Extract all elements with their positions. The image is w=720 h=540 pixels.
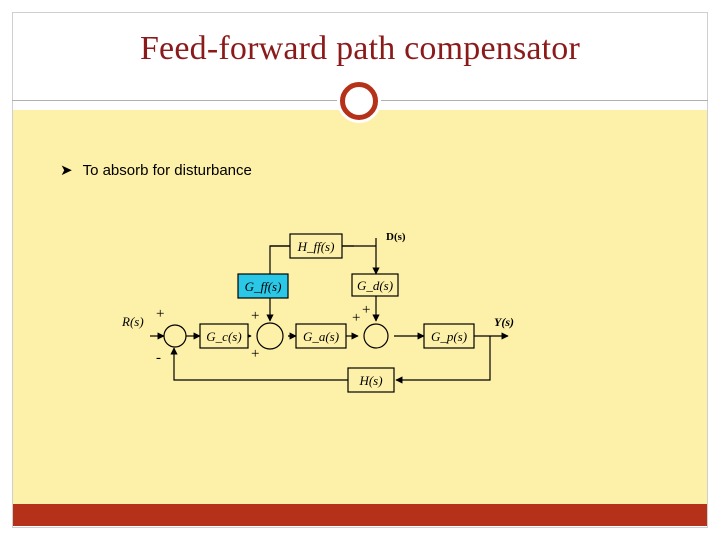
content-panel bbox=[13, 110, 707, 504]
block-gp-label: G_p(s) bbox=[431, 329, 467, 344]
summing-junction-1 bbox=[163, 324, 187, 348]
block-diagram: H_ff(s) G_ff(s) G_d(s) G_c(s) G_a(s) G_p… bbox=[110, 222, 530, 402]
block-h bbox=[347, 367, 395, 393]
bullet-item: ➤ To absorb for disturbance bbox=[60, 161, 252, 180]
sum3-plus-top: + bbox=[362, 302, 370, 318]
sum2-plus-top: + bbox=[251, 308, 259, 324]
block-ga-label: G_a(s) bbox=[303, 329, 339, 344]
wire-feedback-to-h bbox=[395, 336, 491, 384]
sum1-minus-sign: - bbox=[156, 350, 161, 366]
block-h-label: H(s) bbox=[358, 373, 382, 388]
ring-ornament-icon bbox=[340, 82, 378, 120]
wire-h-to-sum1 bbox=[170, 347, 348, 381]
summing-junction-2 bbox=[256, 322, 284, 350]
block-gp bbox=[423, 323, 475, 349]
sum2-plus-bottom: + bbox=[251, 346, 259, 362]
block-hff bbox=[289, 233, 343, 259]
arrowhead-bullet-icon: ➤ bbox=[60, 162, 73, 179]
summing-junction-3 bbox=[363, 323, 389, 349]
sum1-plus-sign: + bbox=[156, 306, 164, 322]
bullet-text: To absorb for disturbance bbox=[82, 161, 252, 179]
signal-output-label: Y(s) bbox=[494, 315, 514, 329]
block-gc-label: G_c(s) bbox=[206, 329, 241, 344]
block-gd bbox=[351, 273, 399, 297]
signal-input-label: R(s) bbox=[121, 314, 144, 329]
block-hff-label: H_ff(s) bbox=[297, 239, 335, 254]
block-gff bbox=[237, 273, 289, 299]
signal-disturbance-label: D(s) bbox=[386, 231, 406, 243]
block-gff-label: G_ff(s) bbox=[245, 279, 282, 294]
signal-wires bbox=[150, 238, 509, 384]
slide-frame bbox=[12, 12, 708, 528]
block-ga bbox=[295, 323, 347, 349]
block-gc bbox=[199, 323, 249, 349]
footer-bar bbox=[13, 504, 707, 526]
block-gd-label: G_d(s) bbox=[357, 278, 393, 293]
slide-title: Feed-forward path compensator bbox=[139, 30, 581, 67]
sum3-plus-left: + bbox=[352, 310, 360, 326]
